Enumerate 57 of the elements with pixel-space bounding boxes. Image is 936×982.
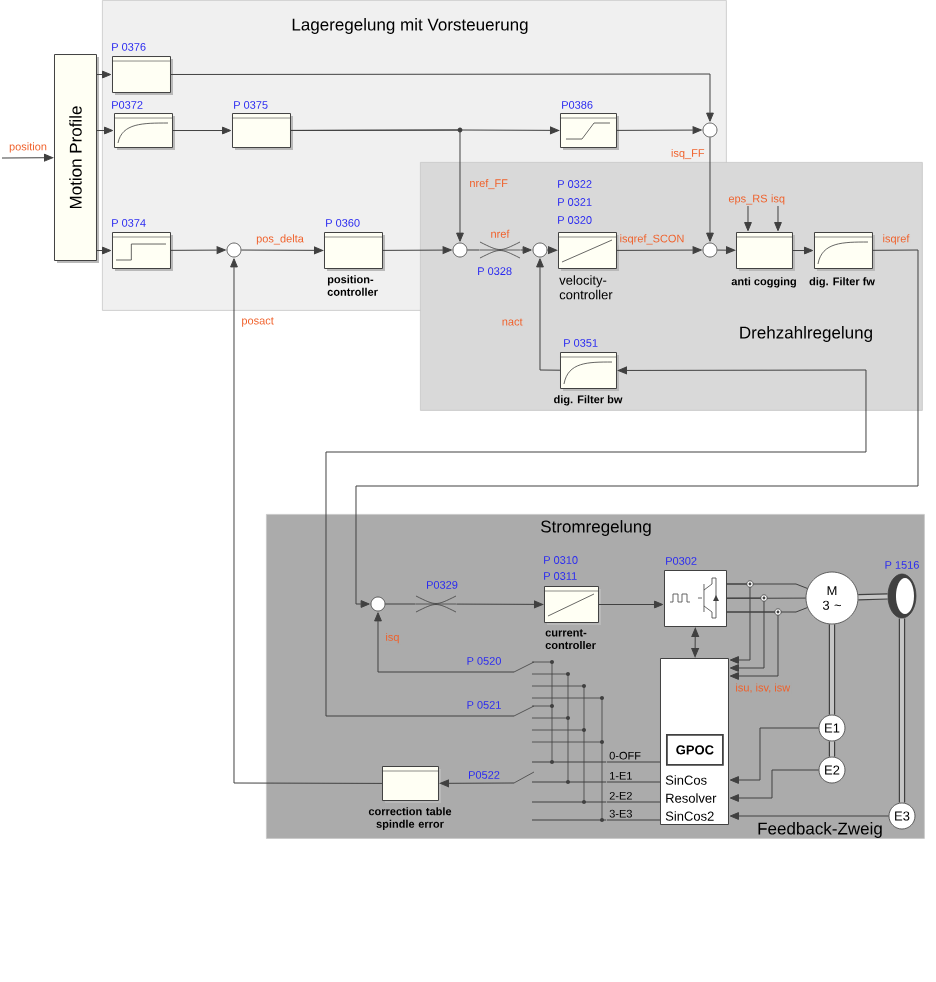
arrow bbox=[729, 812, 890, 820]
arrow bbox=[355, 249, 919, 608]
section-title: Stromregelung bbox=[541, 520, 651, 536]
summing-junction bbox=[452, 242, 468, 258]
section-title: Drehzahlregelung bbox=[740, 326, 872, 342]
arrow bbox=[439, 779, 515, 788]
summing-junction bbox=[370, 596, 386, 612]
arrow bbox=[1, 153, 54, 162]
arrow bbox=[240, 246, 324, 255]
arrow bbox=[616, 246, 702, 254]
arrow bbox=[598, 600, 664, 609]
arrow bbox=[729, 769, 820, 802]
arrow bbox=[546, 246, 558, 254]
arrow bbox=[325, 366, 867, 717]
section-title: Lageregelung mit Vorsteuerung bbox=[292, 18, 528, 34]
arrow bbox=[744, 205, 752, 232]
connector-line bbox=[466, 249, 481, 251]
arrow bbox=[729, 727, 820, 784]
arrow bbox=[726, 611, 779, 680]
connector-line bbox=[606, 761, 661, 763]
arrow bbox=[290, 129, 464, 242]
summing-junction bbox=[226, 242, 242, 258]
connector-line bbox=[384, 603, 417, 605]
shaft-line bbox=[828, 624, 836, 715]
arrow bbox=[774, 205, 782, 232]
connector-line bbox=[726, 583, 808, 589]
connector-line bbox=[606, 801, 661, 803]
shaft-line bbox=[858, 593, 888, 601]
connector-line bbox=[606, 819, 661, 821]
connector-line bbox=[726, 607, 808, 613]
double-arrow bbox=[691, 627, 700, 658]
arrow bbox=[792, 246, 814, 255]
arrow bbox=[726, 583, 751, 664]
arrow bbox=[519, 246, 532, 254]
switch-matrix-drawing bbox=[513, 660, 607, 822]
arrow bbox=[716, 246, 736, 255]
profile-block: Motion Profile bbox=[54, 54, 99, 263]
shaft-line bbox=[898, 618, 906, 803]
summing-junction bbox=[702, 122, 718, 138]
arrow bbox=[96, 70, 112, 79]
section-title: Feedback-Zweig bbox=[758, 822, 882, 838]
arrow bbox=[170, 73, 714, 122]
arrow bbox=[170, 246, 226, 254]
arrow bbox=[706, 136, 714, 242]
shaft-line bbox=[828, 741, 836, 757]
arrow bbox=[374, 612, 515, 673]
arrow bbox=[172, 126, 232, 135]
summing-junction bbox=[532, 242, 548, 258]
arrow bbox=[455, 600, 544, 609]
arrow bbox=[726, 597, 765, 672]
arrow bbox=[230, 258, 383, 784]
arrow bbox=[616, 126, 702, 134]
arrow bbox=[382, 246, 452, 254]
arrow bbox=[536, 258, 561, 371]
arrow bbox=[96, 246, 112, 255]
connector-line bbox=[606, 781, 661, 783]
summing-junction bbox=[702, 242, 718, 258]
